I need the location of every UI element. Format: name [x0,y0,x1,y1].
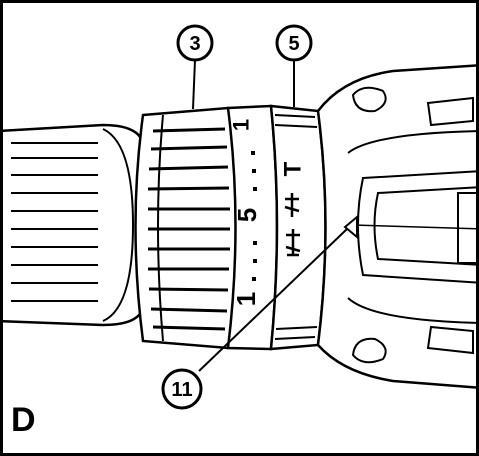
callout-3-marker: 3 [176,24,214,62]
collar-markings: 1 5 1 T [229,119,358,306]
collar-mark-bottom: 1 [231,292,261,306]
clutch-ring [134,106,247,350]
hammer-mode-icon [285,229,301,257]
marking-collar [226,104,279,351]
pointer-triangle [343,214,358,240]
drill-illustration: 1 5 1 T 3 5 [3,24,476,410]
callout-11-marker: 11 [161,368,203,410]
collar-mark-middle: 5 [232,208,262,222]
panel-label: D [11,401,36,439]
callout-3-label: 3 [189,33,200,55]
mode-mark-t: T [280,161,307,176]
motor-housing [316,64,476,389]
mode-selector-ring [269,104,327,351]
collar-mark-top: 1 [229,119,254,131]
callout-11-label: 11 [171,379,192,401]
callout-5-marker: 5 [275,24,313,62]
chuck [3,123,145,327]
callout-5-label: 5 [288,33,299,55]
drill-mode-icon [284,193,300,217]
leader-lines [192,59,348,372]
